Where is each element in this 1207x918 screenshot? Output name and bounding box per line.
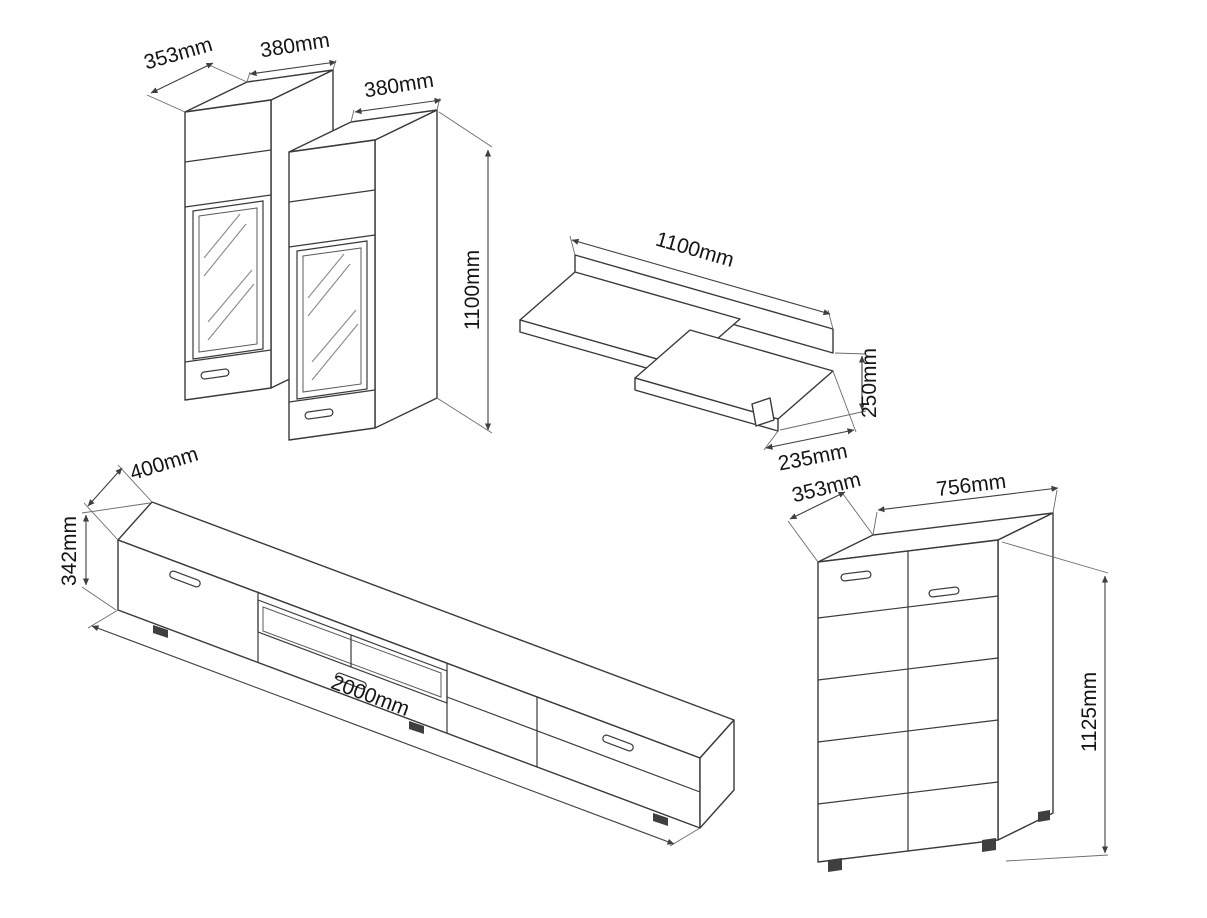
glass-hatch-line — [311, 323, 359, 381]
row-line — [817, 657, 999, 681]
tv-stand-side-face — [699, 719, 735, 829]
dim-shelf-depth-label: 235mm — [776, 440, 849, 476]
panel-line — [288, 234, 376, 248]
dimension-line — [87, 467, 123, 507]
dim-tv-stand-depth-label: 400mm — [127, 443, 201, 485]
extension-line — [87, 609, 119, 629]
cabinet-front-face — [184, 99, 272, 401]
dim-chest-height: 1125mm — [1001, 541, 1109, 862]
extension-line — [81, 586, 117, 611]
foot — [1038, 810, 1050, 822]
drawer-line — [184, 349, 272, 363]
dim-shelf-width-label: 1100mm — [653, 228, 736, 272]
dim-cabinet-width-left-label: 380mm — [259, 29, 332, 63]
dimension-line — [765, 428, 855, 450]
dimension-line — [150, 62, 214, 94]
panel-line — [184, 149, 272, 163]
extension-line — [208, 64, 248, 83]
extension-line — [83, 502, 119, 541]
extension-line — [1052, 489, 1058, 514]
row-line — [817, 595, 999, 619]
foot — [828, 858, 842, 872]
extension-line — [246, 71, 251, 83]
extension-line — [842, 493, 874, 536]
extension-line — [779, 410, 867, 431]
tv-stand — [117, 501, 735, 829]
extension-line — [832, 370, 857, 433]
drawer-handle — [928, 586, 960, 598]
extension-line — [1001, 541, 1109, 574]
dim-tv-stand-height: 342mm — [58, 502, 151, 611]
glass-frame-inner — [302, 247, 362, 393]
chest-side-face — [997, 512, 1054, 841]
panel-line — [288, 189, 376, 203]
extension-line — [117, 464, 153, 503]
dim-shelf-height-label: 250mm — [858, 348, 881, 418]
glass-hatch-line — [203, 223, 247, 277]
extension-line — [787, 520, 819, 563]
cabinet-side-face — [374, 109, 438, 429]
glass-hatch-line — [207, 283, 255, 341]
drawer-handle — [169, 570, 201, 588]
extension-line — [872, 511, 878, 536]
drawer-handle — [304, 408, 334, 420]
dim-cabinet-width-right-label: 380mm — [363, 69, 436, 103]
extension-line — [834, 352, 867, 355]
glass-hatch-line — [307, 253, 345, 299]
extension-line — [146, 94, 186, 113]
wall-shelf — [519, 254, 834, 432]
glass-hatch-line — [207, 269, 253, 323]
glass-frame-inner — [198, 207, 258, 353]
extension-line — [81, 502, 151, 514]
extension-line — [1005, 854, 1109, 862]
glass-door — [296, 240, 368, 400]
cabinet-front-face — [288, 139, 376, 441]
extension-line — [332, 59, 337, 71]
dim-cabinet-height: 1100mm — [436, 111, 493, 434]
extension-line — [438, 111, 493, 148]
vitrine-cabinet-right — [288, 109, 438, 441]
dim-tv-stand-height-label: 342mm — [58, 516, 81, 586]
extension-line — [350, 109, 355, 123]
dim-cabinet-height-label: 1100mm — [461, 250, 484, 330]
drawer-handle — [840, 570, 872, 582]
extension-line — [436, 397, 493, 434]
dimension-line — [91, 625, 675, 845]
dim-chest-height-label: 1125mm — [1078, 672, 1101, 752]
dim-shelf-height: 250mm — [779, 348, 881, 431]
panel-line — [184, 194, 272, 208]
dimension-line — [354, 97, 442, 115]
drawer-line — [288, 389, 376, 403]
dimension-line — [789, 491, 846, 520]
glass-door — [192, 200, 264, 360]
foot — [982, 838, 996, 852]
glass-frame-outer — [192, 200, 264, 360]
extension-line — [669, 827, 701, 847]
dimension-line — [571, 238, 831, 316]
dim-cabinet-depth-label: 353mm — [141, 33, 215, 74]
row-line — [817, 781, 999, 805]
glass-hatch-line — [307, 263, 351, 317]
dim-chest-width-label: 756mm — [935, 470, 1007, 501]
row-line — [817, 719, 999, 743]
drawer-handle — [200, 368, 230, 380]
glass-hatch-line — [203, 213, 241, 259]
dimension-line — [249, 59, 337, 77]
shelf-support-bracket — [751, 397, 775, 427]
glass-hatch-line — [311, 309, 357, 363]
extension-line — [827, 309, 834, 330]
glass-frame-outer — [296, 240, 368, 400]
chest-cabinet — [817, 512, 1054, 872]
dimension-line — [877, 485, 1059, 513]
extension-line — [569, 235, 576, 256]
